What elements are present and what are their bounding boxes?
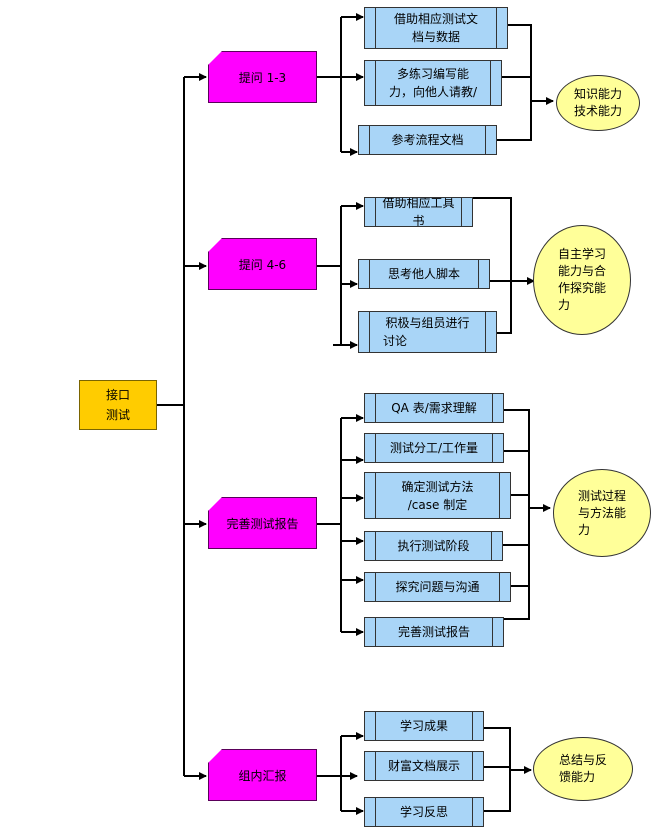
topic-label: 提问 4-6 (238, 257, 287, 272)
topic-label: 完善测试报告 (226, 516, 299, 531)
ability-label-line3: 作探究能 (557, 281, 606, 295)
item-label-line1: 思考他人脚本 (387, 267, 460, 281)
item-node: 借助相应工具书 (364, 197, 473, 227)
item-label-line1: 确定测试方法 (401, 479, 474, 494)
item-label-line2: 讨论 (383, 334, 408, 348)
item-node: QA 表/需求理解 (364, 393, 504, 423)
ability-label-line2: 能力与合 (557, 264, 606, 278)
item-label-line1: 积极与组员进行 (385, 316, 470, 330)
root-label-line2: 测试 (105, 408, 130, 422)
item-node: 借助相应测试文 档与数据 (364, 7, 508, 49)
item-node: 财富文档展示 (364, 751, 484, 781)
item-label-line2: /case 制定 (407, 497, 468, 512)
ability-label-line2: 与方法能 (577, 505, 626, 520)
item-label-line1: 借助相应测试文 (393, 12, 478, 26)
topic-label: 提问 1-3 (238, 70, 287, 85)
item-label-line1: 探究问题与沟通 (395, 580, 480, 594)
item-node: 测试分工/工作量 (364, 433, 504, 463)
item-node: 完善测试报告 (364, 617, 504, 647)
ability-label-line2: 馈能力 (558, 770, 595, 784)
topic-node-2: 提问 4-6 (208, 238, 317, 290)
item-label-line1: QA 表/需求理解 (391, 401, 477, 415)
item-node: 思考他人脚本 (358, 259, 490, 289)
item-node: 积极与组员进行 讨论 (358, 311, 497, 353)
item-node: 学习反思 (364, 797, 484, 827)
item-node: 参考流程文档 (358, 125, 497, 155)
item-label-line1: 完善测试报告 (397, 625, 470, 639)
ability-label-line1: 自主学习 (557, 247, 606, 261)
item-label-line1: 多练习编写能 (396, 67, 469, 81)
topic-node-3: 完善测试报告 (208, 497, 317, 549)
item-node: 学习成果 (364, 711, 484, 741)
topic-node-1: 提问 1-3 (208, 51, 317, 103)
root-label-line1: 接口 (105, 388, 130, 402)
ability-label-line1: 总结与反 (558, 753, 607, 767)
topic-label: 组内汇报 (238, 768, 287, 783)
ability-node-2: 自主学习 能力与合 作探究能 力 (533, 225, 631, 335)
ability-label-line1: 知识能力 (573, 87, 622, 101)
item-label-line1: 执行测试阶段 (397, 539, 470, 553)
ability-label-line2: 技术能力 (573, 104, 622, 118)
ability-node-4: 总结与反 馈能力 (533, 737, 633, 801)
topic-node-4: 组内汇报 (208, 749, 317, 801)
root-node: 接口 测试 (79, 380, 157, 430)
item-label-line1: 财富文档展示 (387, 759, 460, 773)
ability-label-line3: 力 (577, 522, 590, 537)
item-node: 执行测试阶段 (364, 531, 503, 561)
ability-label-line1: 测试过程 (577, 488, 626, 503)
item-node: 多练习编写能 力，向他人请教/ (364, 60, 502, 106)
ability-node-3: 测试过程 与方法能 力 (553, 469, 651, 557)
item-label-line2: 力，向他人请教/ (388, 85, 478, 99)
ability-label-line4: 力 (557, 298, 570, 312)
item-label-line1: 学习反思 (399, 805, 448, 819)
ability-node-1: 知识能力 技术能力 (556, 75, 640, 131)
item-label-line1: 参考流程文档 (391, 133, 464, 147)
item-label-line1: 测试分工/工作量 (389, 441, 479, 455)
item-label-line2: 档与数据 (411, 30, 460, 44)
item-label-line1: 借助相应工具书 (382, 197, 455, 227)
item-node: 探究问题与沟通 (364, 572, 511, 602)
item-label-line1: 学习成果 (399, 719, 448, 733)
item-node: 确定测试方法 /case 制定 (364, 472, 511, 519)
